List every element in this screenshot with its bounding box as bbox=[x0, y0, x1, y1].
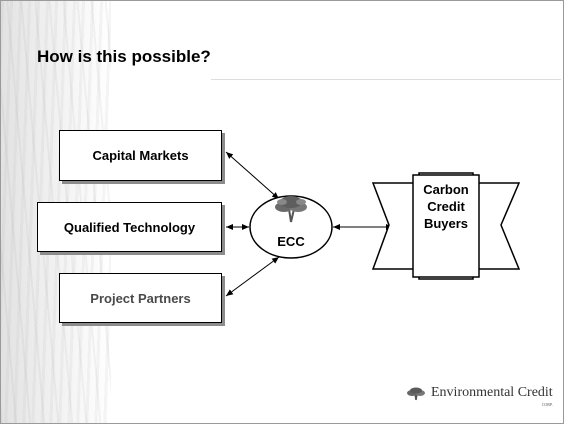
title-divider bbox=[211, 79, 561, 80]
slide-title: How is this possible? bbox=[37, 47, 211, 66]
tree-icon bbox=[407, 387, 425, 401]
buyers-line-2: Credit bbox=[427, 199, 465, 214]
ecc-label: ECC bbox=[277, 234, 305, 249]
qualified-technology-box: Qualified Technology bbox=[37, 202, 222, 252]
buyers-line-3: Buyers bbox=[423, 216, 469, 231]
company-logo: Environmental Credit CORP. bbox=[405, 385, 553, 407]
project-partners-box: Project Partners bbox=[59, 273, 222, 323]
connector-capital-ecc bbox=[225, 151, 280, 200]
connector-partners-ecc bbox=[225, 256, 280, 297]
buyers-panel bbox=[412, 174, 480, 278]
logo-text: Environmental Credit bbox=[431, 385, 553, 400]
buyers-line-1: Carbon bbox=[423, 182, 469, 197]
logo-corp-suffix: CORP. bbox=[541, 402, 553, 407]
tree-icon bbox=[275, 196, 307, 223]
capital-markets-box: Capital Markets bbox=[59, 130, 222, 181]
carbon-credit-buyers-label: Carbon Credit Buyers bbox=[413, 181, 479, 232]
